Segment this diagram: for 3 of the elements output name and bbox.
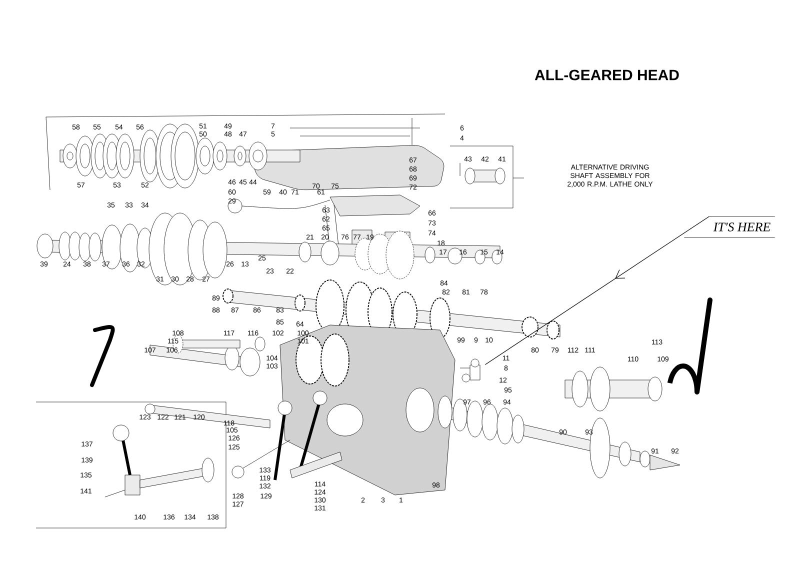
- oiler-drawing: [460, 358, 480, 382]
- handwritten-note: IT'S HERE: [684, 216, 776, 238]
- title: ALL-GEARED HEAD: [534, 70, 679, 80]
